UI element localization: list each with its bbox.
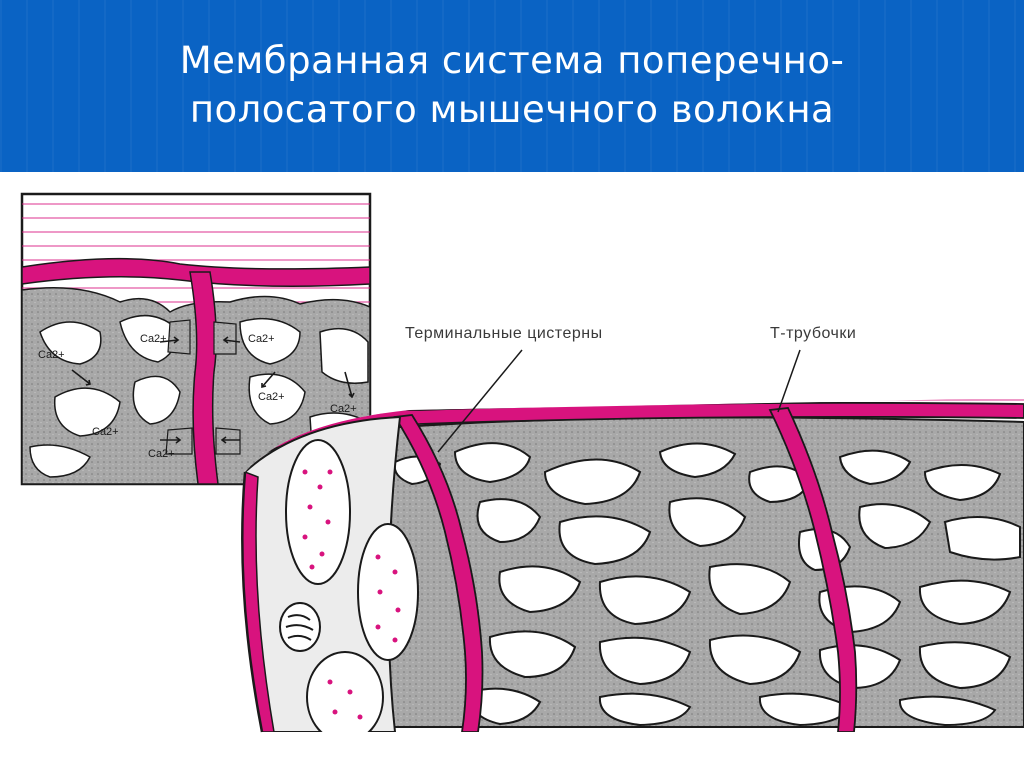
inset-ion-arrows: [71, 336, 355, 444]
title-bar-texture: [0, 0, 1024, 172]
inset-t-tubule: [189, 271, 219, 484]
inset-ion-label: Ca2+: [330, 403, 357, 415]
leader-t-tubules: [777, 349, 801, 413]
slide-title: Мембранная система поперечно- полосатого…: [0, 36, 1024, 134]
label-terminal-cisterns: Терминальные цистерны: [405, 325, 603, 342]
t-tubule-1: [393, 414, 484, 732]
inset-ion-label: Ca2+: [38, 349, 65, 361]
inset-ion-label: Ca2+: [258, 391, 285, 403]
inset-terminal-cistern: [215, 427, 241, 455]
inset-ion-label: Ca2+: [140, 333, 167, 345]
main-fiber: [241, 398, 1024, 733]
annotation-labels: Терминальные цистерны Т-трубочки: [405, 325, 856, 453]
title-line-1: Мембранная система поперечно-: [179, 39, 845, 82]
inset-ion-label: Ca2+: [92, 426, 119, 438]
myofibril-cross-sections: [285, 439, 419, 732]
inset-ion-label: Ca2+: [248, 333, 275, 345]
fiber-outline: [241, 471, 264, 733]
inset-cavity: [132, 375, 181, 425]
leader-terminal-cisterns: [437, 349, 523, 453]
inset-terminal-cistern: [167, 319, 191, 355]
inset-terminal-cistern: [213, 321, 237, 355]
title-line-2: полосатого мышечного волокна: [189, 88, 835, 131]
inset-ion-label: Ca2+: [148, 448, 175, 460]
title-bar: Мембранная система поперечно- полосатого…: [0, 0, 1024, 172]
inset-cavity: [53, 387, 121, 437]
mitochondrion: [279, 602, 321, 652]
myofilament-dots: [302, 469, 401, 720]
label-t-tubules: Т-трубочки: [770, 325, 856, 342]
inset-cavity: [319, 327, 369, 384]
t-tubule-2: [768, 407, 858, 732]
inset-cavity: [39, 321, 102, 365]
inset-cavity: [239, 317, 301, 365]
inset-cavity: [29, 444, 91, 478]
fiber-diagram: Ca2+ Ca2+ Ca2+ Ca2+ Ca2+ Ca2+ Ca2+: [20, 192, 1024, 733]
muscle-fiber-figure: Ca2+ Ca2+ Ca2+ Ca2+ Ca2+ Ca2+ Ca2+: [0, 172, 1024, 767]
